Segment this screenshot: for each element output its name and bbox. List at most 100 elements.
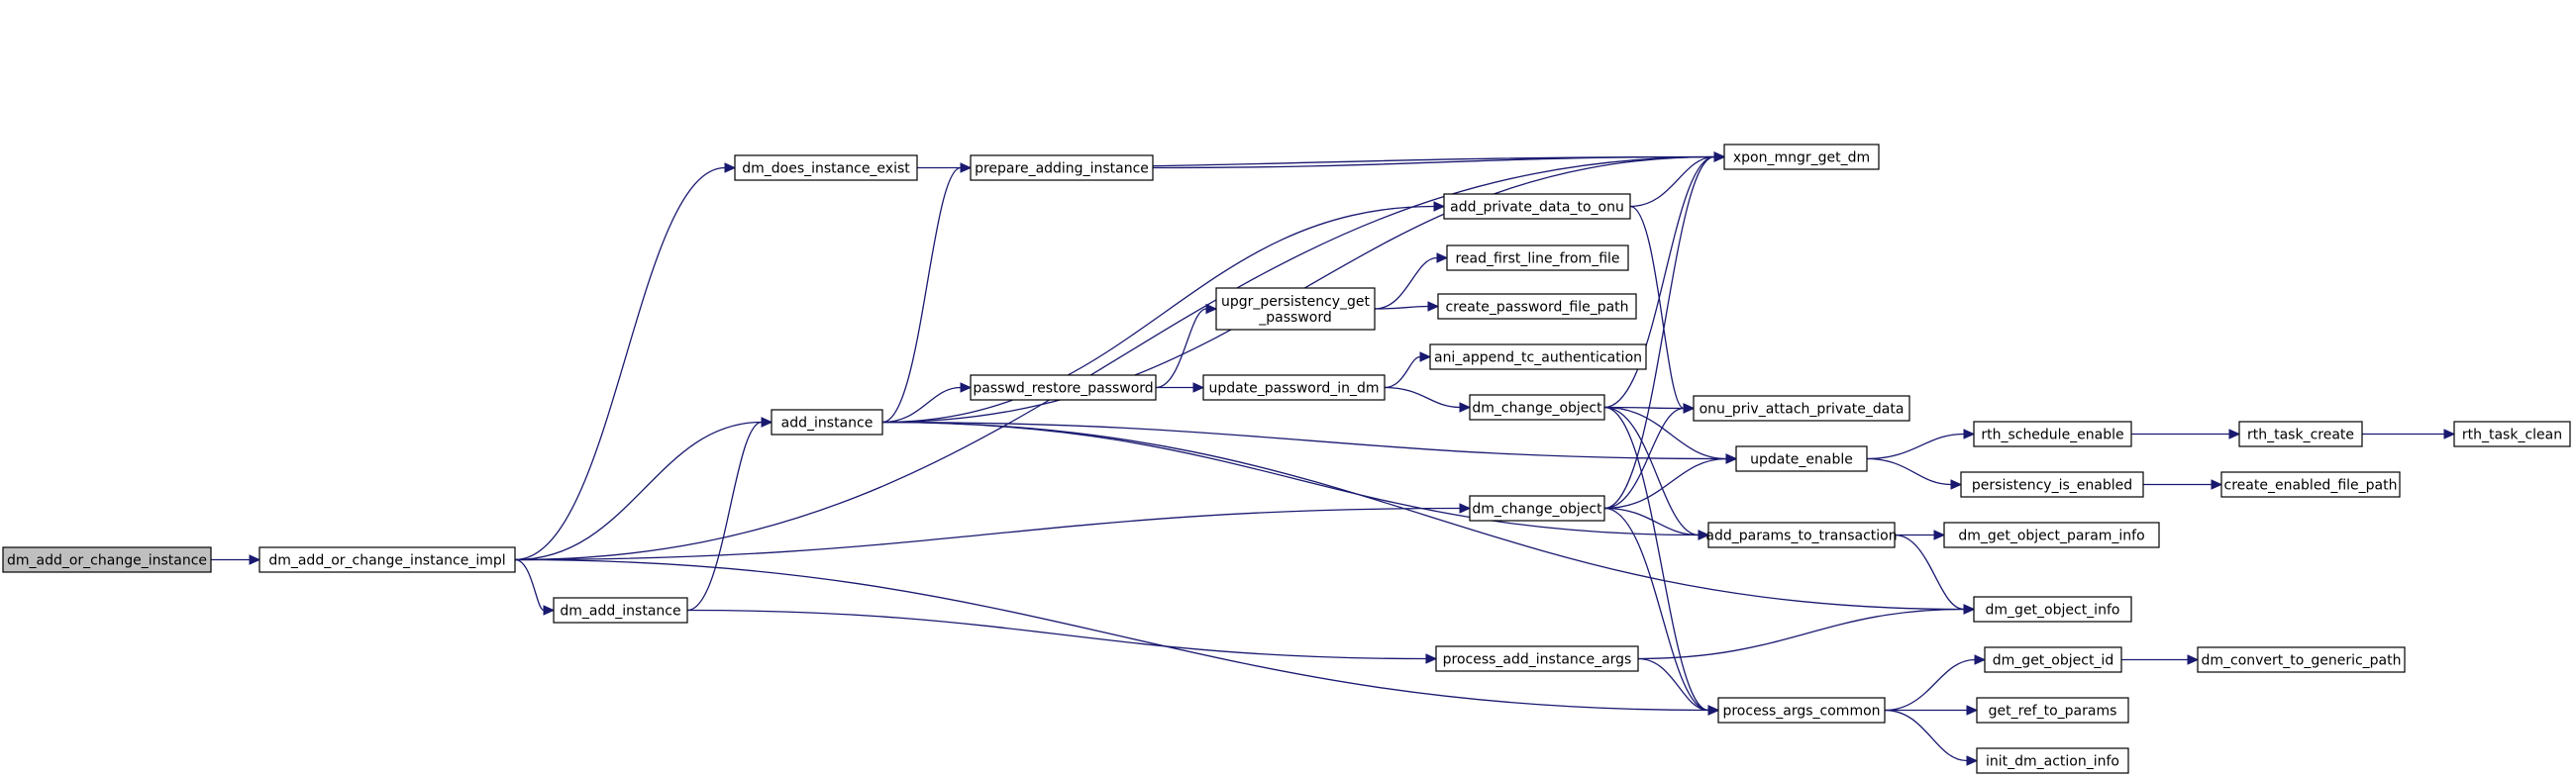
edge-passwd-upgr (1155, 308, 1207, 389)
node-box (1723, 144, 1880, 170)
edge-arrowhead (1436, 252, 1449, 263)
node-objid[interactable]: dm_get_object_id (1984, 646, 2122, 673)
edge-impl-exist (514, 166, 726, 561)
edge-dmadd-procadd (686, 609, 1427, 660)
edge-arrowhead (1683, 403, 1696, 414)
node-label: dm_change_object (1472, 401, 1602, 417)
edge-arrowhead (2187, 654, 2200, 665)
node-updpw[interactable]: update_password_in_dm (1202, 374, 1386, 401)
node-box (970, 374, 1157, 401)
edge-arrowhead (1427, 301, 1440, 312)
node-dmadd[interactable]: dm_add_instance (553, 597, 688, 624)
node-box (1693, 395, 1910, 422)
edge-chg1-xpon (1603, 155, 1715, 409)
node-box (1707, 522, 1896, 548)
node-box (2, 546, 212, 573)
node-addpriv[interactable]: add_private_data_to_onu (1443, 193, 1631, 220)
edge-chg2-xpon (1603, 155, 1715, 510)
node-impl[interactable]: dm_add_or_change_instance_impl (258, 546, 516, 573)
node-exist[interactable]: dm_does_instance_exist (734, 154, 918, 181)
node-label: process_args_common (1722, 704, 1880, 720)
node-rthsched[interactable]: rth_schedule_enable (1973, 421, 2132, 447)
node-box (1446, 244, 1629, 271)
node-readfirst[interactable]: read_first_line_from_file (1446, 244, 1629, 271)
node-onupriv[interactable]: onu_priv_attach_private_data (1693, 395, 1910, 422)
edge-updenable-persist (1866, 457, 1952, 486)
node-label: prepare_adding_instance (975, 161, 1149, 177)
node-createpw[interactable]: create_password_file_path (1437, 293, 1637, 320)
node-box (970, 154, 1154, 181)
node-chg1[interactable]: dm_change_object (1469, 394, 1605, 421)
node-box (1443, 193, 1631, 220)
node-procargs[interactable]: process_args_common (1717, 697, 1886, 724)
node-chg2[interactable]: dm_change_object (1469, 495, 1605, 522)
edge-arrowhead (2211, 479, 2223, 490)
node-rthcreate[interactable]: rth_task_create (2238, 421, 2363, 447)
edge-chg1-procargs (1603, 406, 1709, 712)
node-label: create_enabled_file_path (2224, 478, 2398, 494)
edges-layer (211, 151, 2456, 766)
node-label: dm_add_instance (560, 604, 680, 620)
node-box (1429, 343, 1647, 370)
edge-arrowhead (1963, 429, 1976, 439)
node-box (771, 409, 883, 436)
node-persist[interactable]: persistency_is_enabled (1960, 471, 2144, 498)
edge-arrowhead (1459, 503, 1472, 514)
edge-chg2-updenable (1603, 457, 1727, 510)
edge-chg2-procargs (1603, 507, 1709, 712)
node-label: rth_schedule_enable (1981, 428, 2123, 443)
edge-arrowhead (1698, 530, 1710, 540)
node-box (1943, 522, 2160, 548)
node-prep[interactable]: prepare_adding_instance (970, 154, 1154, 181)
edge-arrowhead (1933, 530, 1946, 540)
node-paraminfo[interactable]: dm_get_object_param_info (1943, 522, 2160, 548)
node-label: dm_get_object_param_info (1958, 529, 2144, 544)
edge-procargs-objid (1884, 658, 1976, 712)
edge-arrowhead (761, 417, 773, 428)
node-getref[interactable]: get_ref_to_params (1976, 697, 2129, 724)
node-box (2197, 646, 2406, 673)
node-rthclean[interactable]: rth_task_clean (2453, 421, 2571, 447)
node-box (1735, 445, 1868, 472)
node-addinst[interactable]: add_instance (771, 409, 883, 436)
edge-arrowhead (960, 382, 973, 393)
node-label: add_params_to_transaction (1705, 529, 1897, 544)
edge-addinst-prep (881, 166, 962, 424)
node-label: rth_task_clean (2462, 428, 2562, 443)
node-label: dm_does_instance_exist (742, 161, 910, 177)
edge-addparams-objinfo (1894, 534, 1965, 611)
node-upgr[interactable]: upgr_persistency_get_password (1215, 287, 1376, 331)
node-aniappend[interactable]: ani_append_tc_authentication (1429, 343, 1647, 370)
node-label: read_first_line_from_file (1455, 251, 1619, 267)
node-addparams[interactable]: add_params_to_transaction (1705, 522, 1898, 548)
node-label: get_ref_to_params (1989, 704, 2117, 720)
node-box (1960, 471, 2144, 498)
node-xpon[interactable]: xpon_mngr_get_dm (1723, 144, 1880, 170)
node-box (2453, 421, 2571, 447)
node-box (1717, 697, 1886, 724)
node-passwd[interactable]: passwd_restore_password (970, 374, 1157, 401)
node-label: update_password_in_dm (1208, 381, 1379, 397)
edge-prep-xpon (1152, 155, 1715, 169)
edge-arrowhead (1963, 604, 1976, 615)
edge-chg1-updenable (1603, 406, 1727, 460)
node-initdm[interactable]: init_dm_action_info (1976, 747, 2129, 774)
edge-addinst-objinfo (881, 421, 1965, 611)
edge-arrowhead (1425, 653, 1438, 664)
node-updenable[interactable]: update_enable (1735, 445, 1868, 472)
node-procadd[interactable]: process_add_instance_args (1435, 645, 1639, 672)
node-label: onu_priv_attach_private_data (1700, 402, 1905, 418)
edge-arrowhead (543, 605, 556, 616)
node-box (2220, 471, 2401, 498)
node-label: update_enable (1750, 452, 1853, 468)
edge-updenable-rthsched (1866, 433, 1965, 460)
node-objinfo[interactable]: dm_get_object_info (1973, 596, 2132, 623)
edge-updpw-aniappend (1384, 355, 1421, 389)
node-createen[interactable]: create_enabled_file_path (2220, 471, 2401, 498)
node-label: process_add_instance_args (1443, 652, 1632, 668)
node-convgen[interactable]: dm_convert_to_generic_path (2197, 646, 2406, 673)
node-label: rth_task_create (2247, 428, 2354, 443)
edge-arrowhead (1974, 654, 1987, 665)
node-root[interactable]: dm_add_or_change_instance (2, 546, 212, 573)
